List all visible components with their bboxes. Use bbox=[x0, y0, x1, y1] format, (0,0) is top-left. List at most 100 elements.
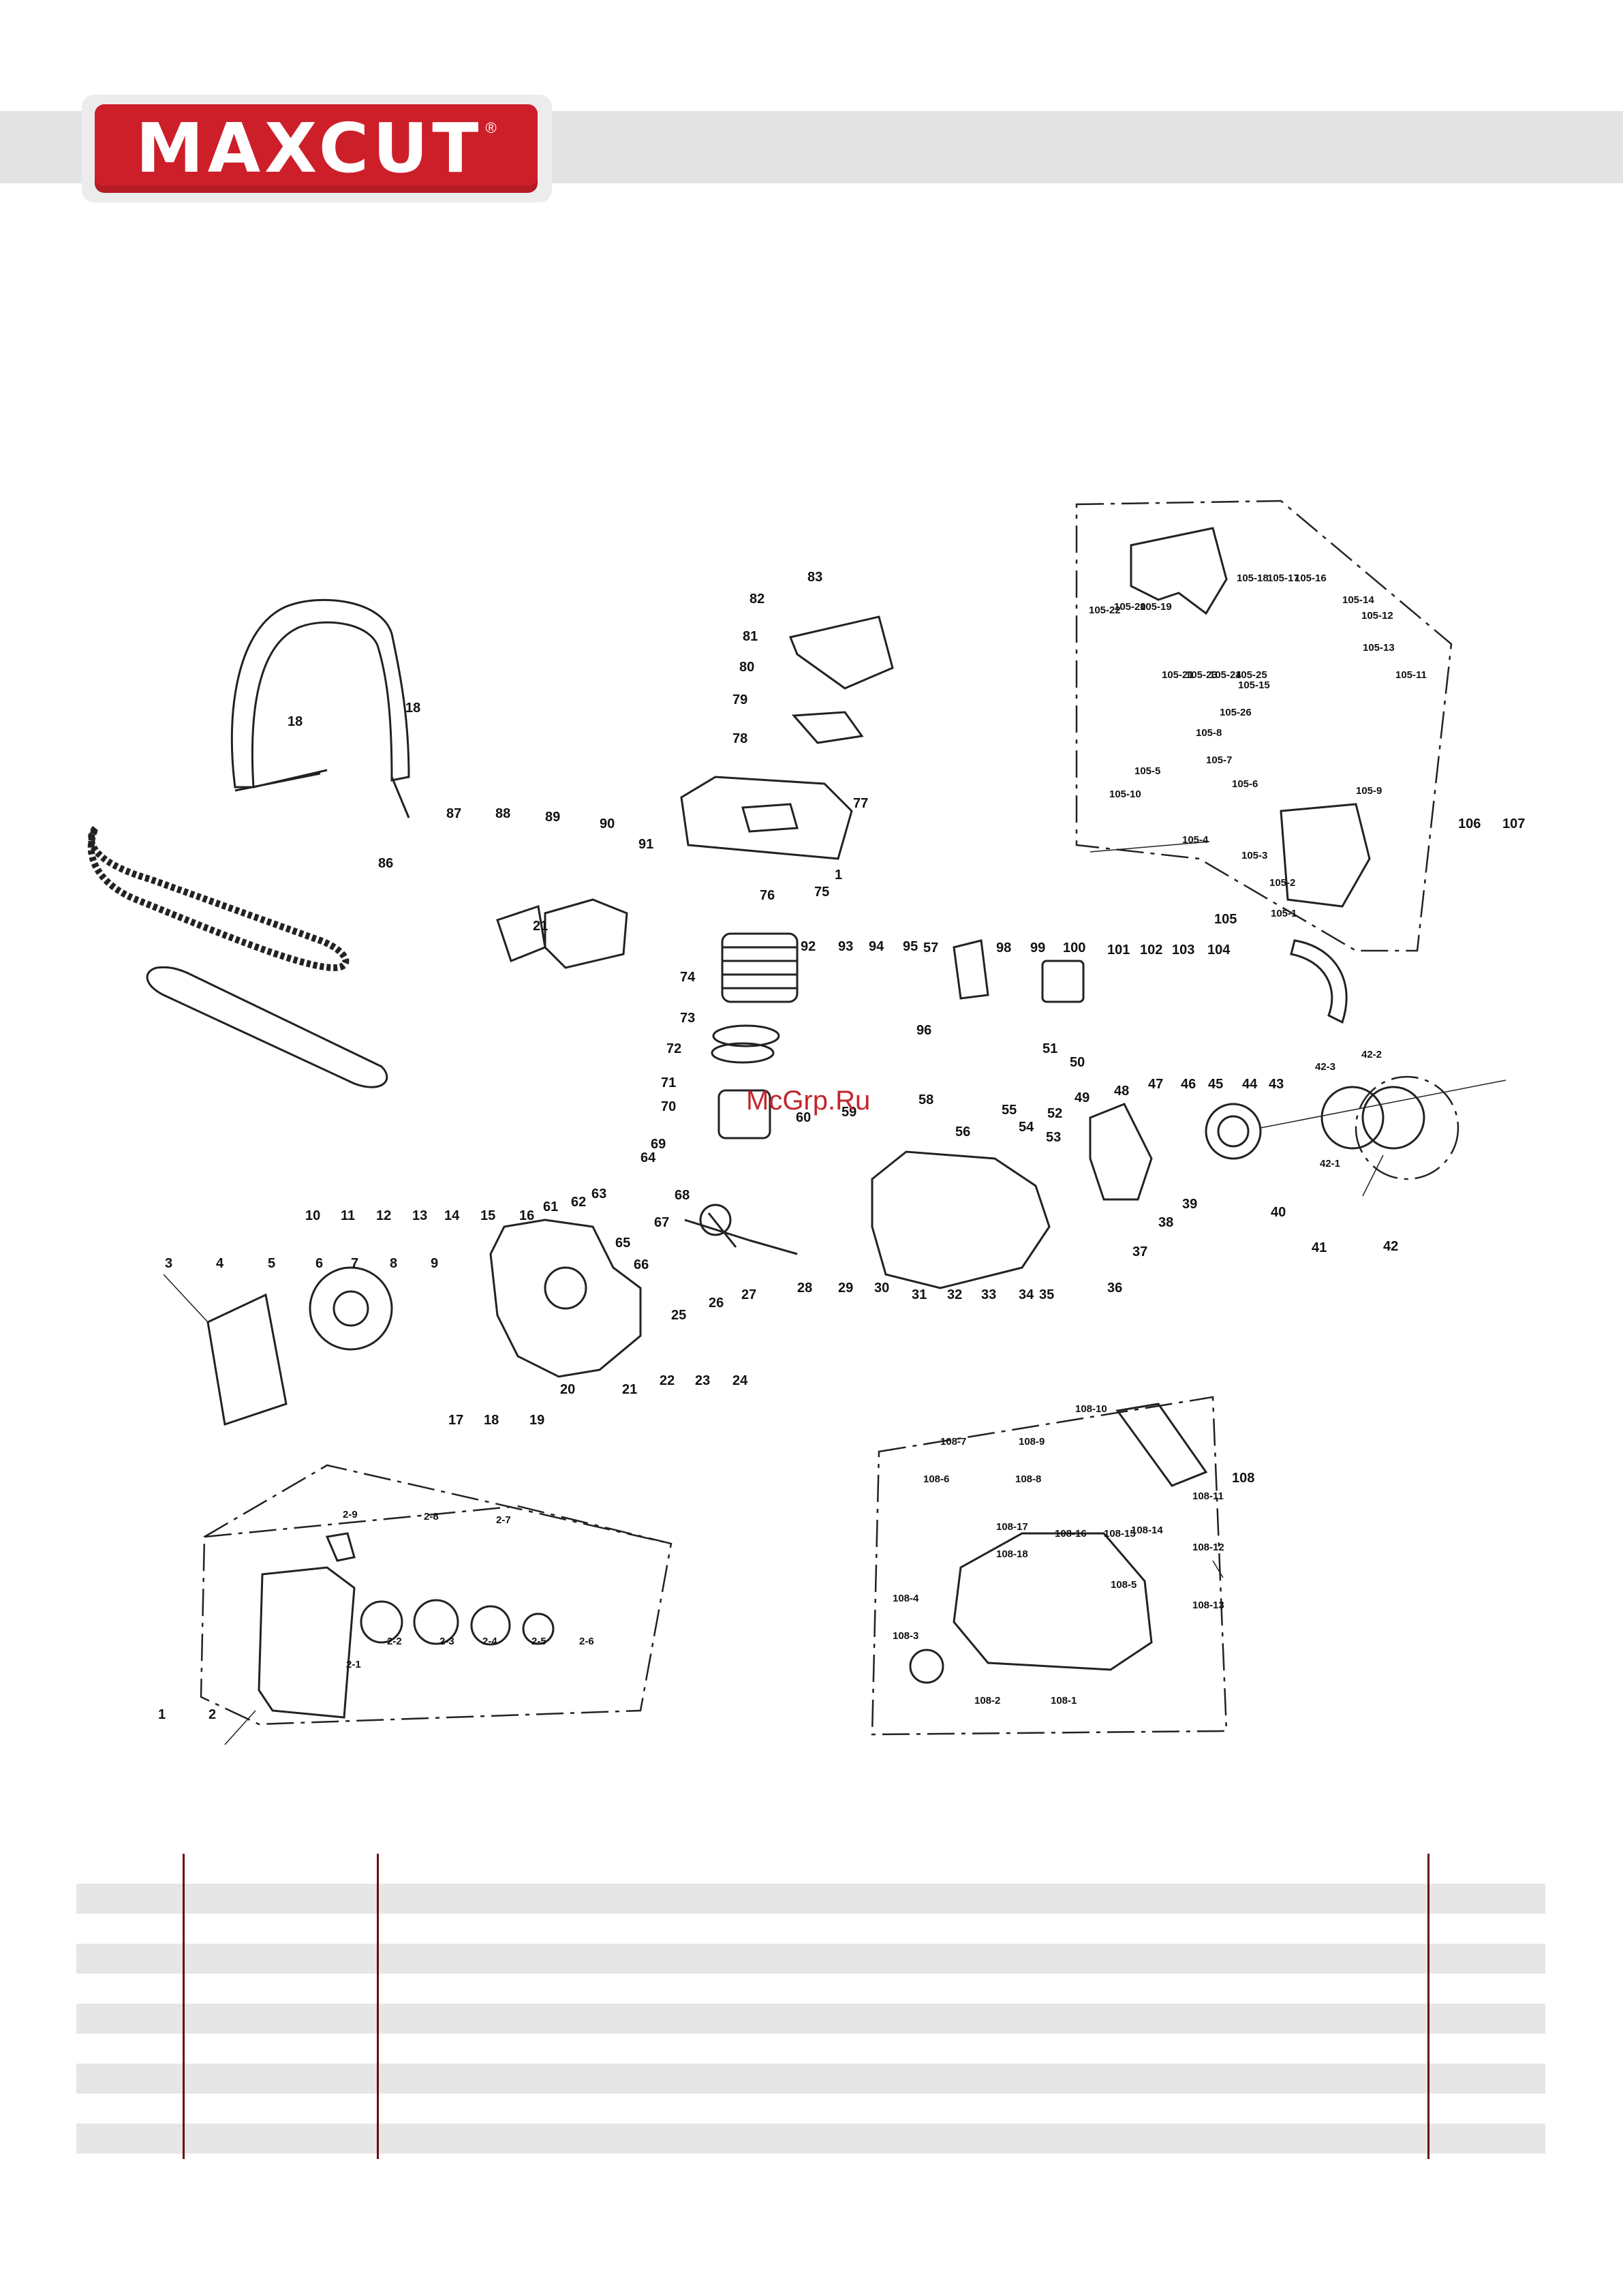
callout-labels: 3 4 5 6 7 8 9 10 11 12 13 14 15 16 17 18… bbox=[158, 570, 1525, 1722]
callout-57: 57 bbox=[923, 940, 938, 955]
callout-106: 106 bbox=[1458, 816, 1481, 831]
table-column-rule bbox=[183, 1854, 185, 2159]
callout-108-3: 108-3 bbox=[893, 1630, 918, 1642]
callout-21: 21 bbox=[622, 1382, 637, 1397]
callout-66: 66 bbox=[634, 1257, 649, 1272]
callout-71: 71 bbox=[661, 1075, 676, 1090]
callout-108-7: 108-7 bbox=[940, 1436, 966, 1448]
fan-housing bbox=[206, 1293, 288, 1426]
callout-100: 100 bbox=[1063, 940, 1085, 955]
clutch-cover bbox=[1089, 1103, 1153, 1201]
callout-91: 91 bbox=[638, 837, 653, 852]
callout-45: 45 bbox=[1208, 1077, 1223, 1092]
muffler bbox=[544, 898, 628, 969]
callout-108-9: 108-9 bbox=[1019, 1436, 1045, 1448]
chain-brake-box bbox=[1075, 500, 1453, 952]
callout-96: 96 bbox=[916, 1023, 931, 1038]
callout-75: 75 bbox=[814, 885, 829, 900]
callout-105-25: 105-25 bbox=[1235, 669, 1267, 681]
callout-105-21: 105-21 bbox=[1162, 669, 1194, 681]
callout-105-6: 105-6 bbox=[1232, 778, 1258, 790]
front-handle bbox=[230, 598, 410, 789]
callout-105-19: 105-19 bbox=[1140, 601, 1172, 613]
air-filter bbox=[791, 711, 864, 744]
callout-58: 58 bbox=[918, 1092, 933, 1107]
callout-86: 86 bbox=[378, 856, 393, 871]
spring-ring bbox=[522, 1612, 555, 1645]
callout-72: 72 bbox=[666, 1041, 681, 1056]
rear-handle bbox=[953, 1532, 1153, 1671]
table-row bbox=[76, 2034, 1545, 2064]
callout-105-14: 105-14 bbox=[1342, 594, 1374, 606]
callout-53: 53 bbox=[1046, 1130, 1061, 1145]
exploded-parts-diagram: 3 4 5 6 7 8 9 10 11 12 13 14 15 16 17 18… bbox=[87, 500, 1525, 1745]
callout-105-8: 105-8 bbox=[1196, 727, 1222, 739]
callout-2-2: 2-2 bbox=[387, 1636, 402, 1647]
callout-33: 33 bbox=[981, 1287, 996, 1302]
crankshaft bbox=[684, 1212, 798, 1255]
callout-108-6: 108-6 bbox=[923, 1473, 949, 1485]
callout-67: 67 bbox=[654, 1215, 669, 1230]
callout-48: 48 bbox=[1114, 1084, 1129, 1099]
callout-105-1: 105-1 bbox=[1271, 908, 1297, 919]
piston bbox=[717, 1089, 771, 1139]
callout-105-12: 105-12 bbox=[1361, 610, 1393, 622]
callout-108-18: 108-18 bbox=[996, 1548, 1028, 1560]
callout-26: 26 bbox=[709, 1296, 724, 1311]
callout-42-2: 42-2 bbox=[1361, 1049, 1382, 1060]
callout-62: 62 bbox=[571, 1195, 586, 1210]
rewind-spring bbox=[360, 1600, 403, 1644]
callout-101: 101 bbox=[1107, 943, 1130, 958]
callout-23: 23 bbox=[695, 1373, 710, 1388]
callout-2: 2 bbox=[208, 1707, 216, 1722]
callout-30: 30 bbox=[874, 1281, 889, 1296]
callout-2-3: 2-3 bbox=[439, 1636, 454, 1647]
callout-108-17: 108-17 bbox=[996, 1521, 1028, 1533]
callout-55: 55 bbox=[1002, 1103, 1017, 1118]
callout-41: 41 bbox=[1312, 1240, 1327, 1255]
callout-105-15: 105-15 bbox=[1238, 679, 1270, 691]
callout-108-16: 108-16 bbox=[1055, 1528, 1087, 1540]
parts-table bbox=[76, 1854, 1545, 2159]
guide-bar bbox=[146, 966, 388, 1088]
callout-1: 1 bbox=[158, 1707, 166, 1722]
callout-105-22: 105-22 bbox=[1089, 604, 1121, 616]
brake-band bbox=[1290, 939, 1348, 1024]
callout-22: 22 bbox=[660, 1373, 675, 1388]
table-row bbox=[76, 1854, 1545, 1884]
callout-37: 37 bbox=[1132, 1244, 1147, 1259]
callout-104: 104 bbox=[1207, 943, 1231, 958]
callout-7: 7 bbox=[351, 1256, 358, 1271]
callout-105-20: 105-20 bbox=[1114, 601, 1146, 613]
callout-77: 77 bbox=[853, 796, 868, 811]
callout-76: 76 bbox=[760, 888, 775, 903]
table-row bbox=[76, 1914, 1545, 1944]
callout-105-2: 105-2 bbox=[1269, 877, 1295, 889]
callout-56: 56 bbox=[955, 1124, 970, 1139]
callout-108-1: 108-1 bbox=[1051, 1695, 1077, 1706]
callout-1-top: 1 bbox=[835, 868, 842, 883]
filter-cover bbox=[788, 615, 894, 690]
callout-11: 11 bbox=[341, 1208, 355, 1223]
callout-18: 18 bbox=[484, 1413, 499, 1428]
callout-10: 10 bbox=[305, 1208, 320, 1223]
callout-39: 39 bbox=[1182, 1197, 1197, 1212]
callout-107: 107 bbox=[1502, 816, 1525, 831]
callout-17: 17 bbox=[448, 1413, 463, 1428]
brand-name: MAXCUT bbox=[136, 108, 483, 188]
callout-28: 28 bbox=[797, 1281, 812, 1296]
callout-95: 95 bbox=[903, 939, 918, 954]
callout-105-13: 105-13 bbox=[1363, 642, 1395, 654]
callout-80: 80 bbox=[739, 660, 754, 675]
callout-21-muffler: 21 bbox=[533, 919, 548, 934]
starter-box bbox=[200, 1505, 673, 1726]
callout-51: 51 bbox=[1042, 1041, 1057, 1056]
callout-105: 105 bbox=[1214, 912, 1237, 927]
callout-108-15: 108-15 bbox=[1104, 1528, 1136, 1540]
muffler-shield bbox=[496, 905, 546, 962]
callout-105-9: 105-9 bbox=[1356, 785, 1382, 797]
callout-63: 63 bbox=[591, 1187, 606, 1201]
callout-25: 25 bbox=[671, 1308, 686, 1323]
top-cover bbox=[680, 776, 853, 860]
callout-46: 46 bbox=[1181, 1077, 1196, 1092]
